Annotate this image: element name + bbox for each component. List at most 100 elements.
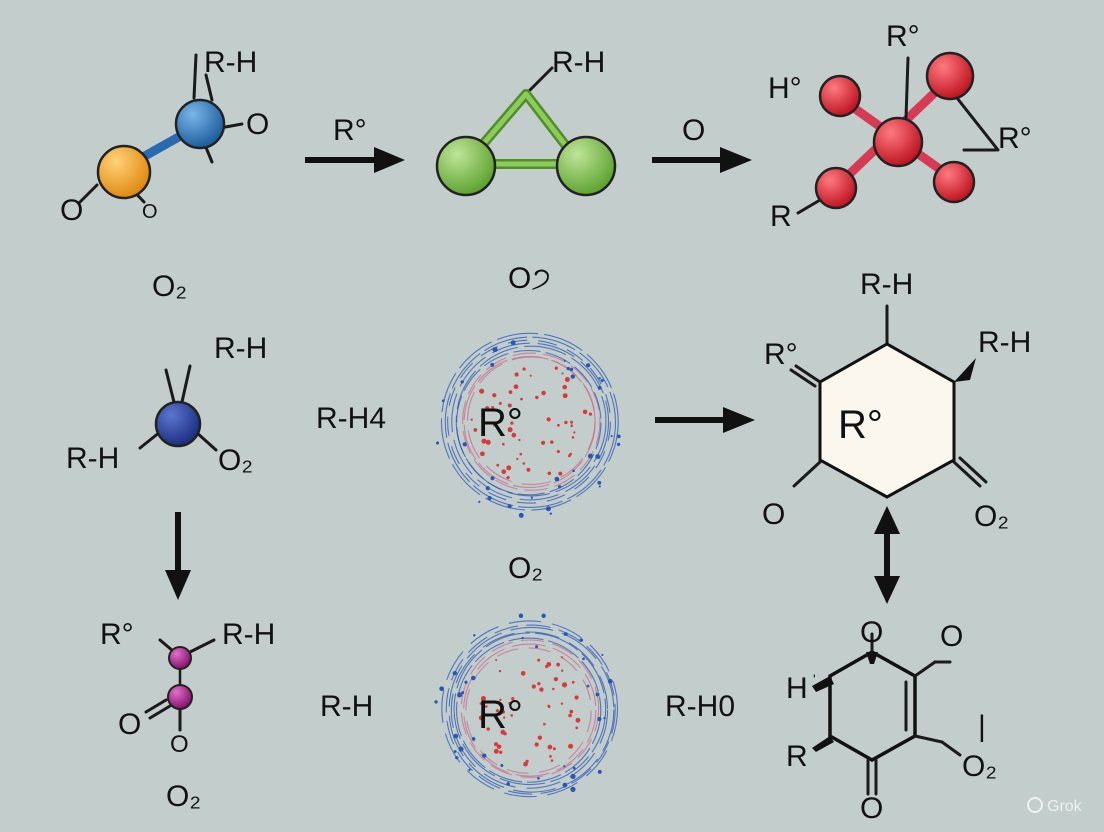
radical-dot [545, 664, 549, 669]
red-atom-topleft [818, 74, 862, 118]
radical-2-center: R° [478, 693, 523, 737]
radical-dot [500, 764, 504, 768]
hex-center: R° [838, 403, 883, 447]
radical-dot [507, 427, 513, 433]
radical-dot [522, 462, 526, 465]
radical-dot [485, 486, 490, 491]
mol5-o-bottom: O [170, 731, 189, 758]
radical-dot [496, 744, 502, 749]
radical-dot [575, 717, 581, 723]
hex-rh-top: R-H [860, 268, 913, 301]
radical-dot [535, 645, 539, 649]
radical-dot [570, 374, 575, 379]
radical-dot [566, 366, 571, 371]
radical-dot [554, 476, 560, 482]
radical-dot [470, 675, 476, 681]
radical-dot [499, 750, 503, 754]
radical-dot [525, 759, 529, 763]
radical-dot [473, 427, 478, 432]
radical-dot [455, 756, 459, 760]
radical-dot [460, 380, 464, 384]
radical-dot [570, 420, 574, 424]
radical-2-rings [441, 620, 619, 798]
radical-dot [522, 367, 526, 371]
radical-ring [441, 620, 619, 798]
mol3-r-top: R° [886, 20, 920, 53]
radical-dot [531, 684, 536, 689]
radical-dot [553, 676, 559, 682]
radical-dot [509, 411, 512, 414]
radical-dot [582, 657, 585, 661]
radical-dot [441, 399, 445, 403]
radical-dot [498, 669, 502, 673]
radical-dot [616, 442, 621, 447]
radical-dot [561, 372, 564, 375]
radical-2-dots [434, 613, 613, 792]
radical-dot [537, 658, 541, 662]
radical-dot [572, 469, 575, 473]
ring-o-bottom: O [860, 792, 883, 825]
ring-bar: | [978, 710, 986, 743]
radical-dot [518, 613, 524, 619]
radical-dot [501, 469, 507, 475]
radical-dot [579, 638, 584, 642]
radical-dot [457, 692, 463, 698]
radical-ring [463, 643, 597, 777]
radical-dot [558, 471, 563, 476]
radical-ring [445, 624, 616, 795]
radical-dot [530, 496, 534, 499]
radical-ring [448, 626, 615, 793]
radical-dot [507, 504, 512, 509]
radical-dot [493, 742, 499, 747]
radical-dot [507, 403, 512, 408]
radical-dot [495, 659, 498, 662]
radical-dot [552, 747, 556, 751]
radical-dot [499, 698, 502, 702]
mol1-o-left: O [60, 194, 83, 227]
radical-dot [541, 613, 546, 618]
blue-atom [174, 98, 226, 150]
radical-dot [570, 773, 576, 779]
radical-dot [487, 495, 492, 501]
arrow-down-left [165, 512, 191, 600]
radical-dot [574, 695, 579, 700]
ring-r-left: R [786, 740, 808, 773]
radical-dot [481, 438, 487, 444]
mol3-r-right: R° [998, 122, 1032, 155]
radical-dot [550, 440, 554, 444]
mol5-o-left: O [118, 708, 141, 741]
radical-dot [539, 687, 544, 692]
radical-dot [571, 680, 575, 684]
radical-dot [568, 713, 572, 718]
radical-dot [563, 632, 568, 637]
radical-dot [486, 727, 490, 731]
radical-dot [543, 722, 546, 726]
radical-dot [510, 421, 514, 425]
radical-dot [547, 471, 552, 476]
radical-1-rings [440, 332, 619, 511]
radical-dot [554, 366, 558, 370]
arrow-3 [655, 407, 755, 433]
radical-ring [456, 637, 602, 783]
red-atom-topright [925, 51, 975, 101]
radical-dot [597, 480, 602, 485]
ring-h-mark: ' [813, 671, 816, 687]
bottom-ring-hexagon [828, 649, 917, 763]
radical-dot [508, 390, 513, 395]
radical-dot [495, 709, 500, 713]
radical-ring [453, 632, 607, 786]
green-atom-left [435, 135, 497, 197]
radical-dot [485, 439, 491, 445]
mol3-h-left: H° [768, 72, 802, 105]
radical-dot [492, 393, 497, 398]
radical-dot [491, 405, 495, 409]
radical-dot [564, 420, 568, 425]
radical-dot [556, 662, 561, 667]
radical-dot [600, 378, 604, 383]
radical-dot [500, 729, 506, 735]
purple-atom-top [168, 646, 192, 670]
radical-dot [510, 340, 516, 346]
radical-dot [496, 463, 500, 467]
radical-dot [462, 442, 467, 447]
